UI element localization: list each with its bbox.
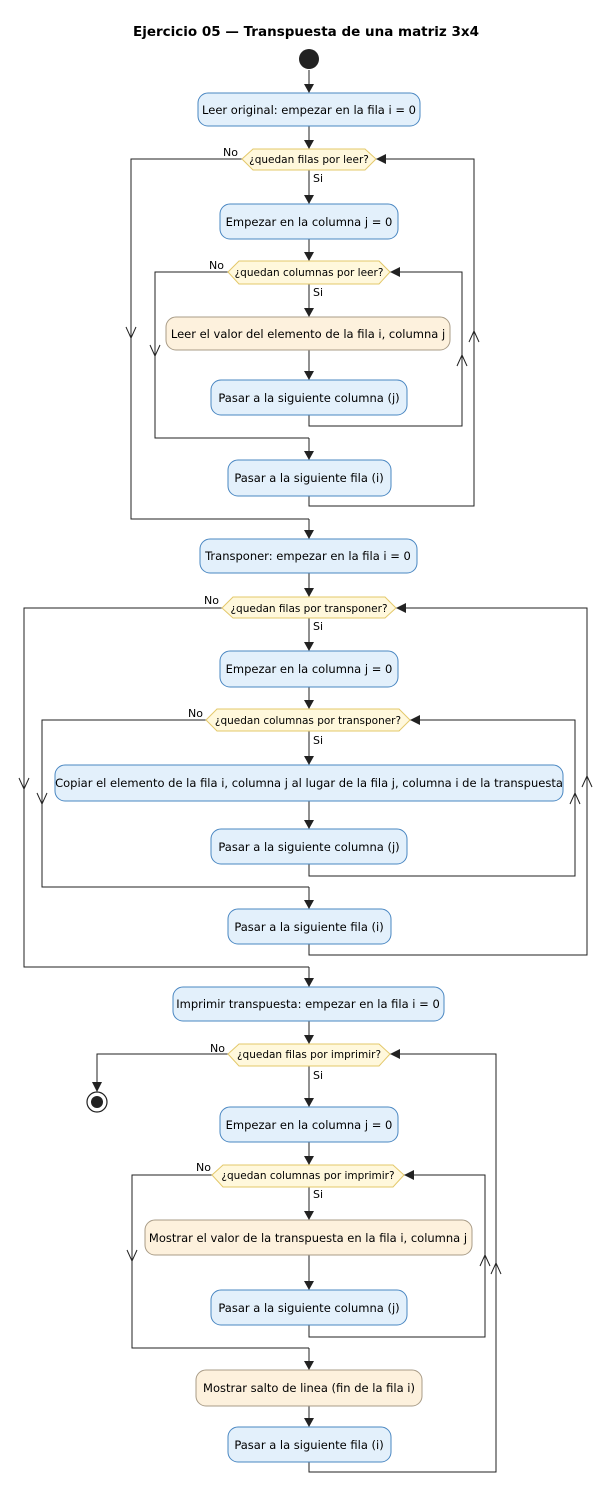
read-next-col-box: Pasar a la siguiente columna (j) [210, 379, 408, 416]
svg-text:Pasar a la siguiente fila (i): Pasar a la siguiente fila (i) [234, 471, 383, 485]
read-start-box: Leer original: empezar en la fila i = 0 [197, 92, 421, 127]
transpose-next-row-box: Pasar a la siguiente fila (i) [227, 908, 392, 945]
svg-text:Pasar a la siguiente fila (i): Pasar a la siguiente fila (i) [234, 1438, 383, 1452]
transpose-cols-yes-label: Si [313, 734, 323, 747]
start-node [299, 49, 319, 69]
svg-text:Pasar a la siguiente columna (: Pasar a la siguiente columna (j) [218, 391, 399, 405]
transpose-start-box: Transponer: empezar en la fila i = 0 [199, 538, 418, 574]
read-cols-decision: ¿quedan columnas por leer? [227, 260, 391, 285]
read-rows-decision: ¿quedan filas por leer? [241, 148, 377, 171]
transpose-col-start-box: Empezar en la columna j = 0 [219, 650, 399, 688]
svg-text:Mostrar salto de linea (fin de: Mostrar salto de linea (fin de la fila i… [203, 1381, 415, 1395]
read-next-row-box: Pasar a la siguiente fila (i) [227, 459, 392, 497]
print-start-box: Imprimir transpuesta: empezar en la fila… [172, 986, 445, 1022]
print-rows-no-label: No [210, 1042, 225, 1055]
print-newline-box: Mostrar salto de linea (fin de la fila i… [195, 1369, 423, 1407]
print-cols-decision: ¿quedan columnas por imprimir? [211, 1164, 405, 1188]
transpose-cols-decision: ¿quedan columnas por transponer? [205, 708, 411, 732]
svg-text:¿quedan filas por transponer?: ¿quedan filas por transponer? [230, 603, 387, 615]
read-cols-yes-label: Si [313, 286, 323, 299]
svg-text:Copiar el elemento de la fila: Copiar el elemento de la fila i, columna… [55, 776, 563, 790]
transpose-next-col-box: Pasar a la siguiente columna (j) [210, 828, 408, 865]
print-rows-yes-label: Si [313, 1069, 323, 1082]
flow-edges [23, 70, 588, 1473]
print-cols-yes-label: Si [313, 1188, 323, 1201]
read-rows-no-label: No [223, 146, 238, 159]
transpose-rows-yes-label: Si [313, 620, 323, 633]
svg-text:Pasar a la siguiente columna (: Pasar a la siguiente columna (j) [218, 840, 399, 854]
svg-text:Leer el valor del elemento de: Leer el valor del elemento de la fila i,… [171, 327, 445, 341]
svg-text:Imprimir transpuesta: empezar: Imprimir transpuesta: empezar en la fila… [176, 997, 440, 1011]
end-node [86, 1091, 108, 1113]
svg-text:¿quedan columnas por imprimir?: ¿quedan columnas por imprimir? [221, 1170, 394, 1182]
svg-text:Leer original: empezar en la f: Leer original: empezar en la fila i = 0 [202, 103, 416, 117]
diagram-title: Ejercicio 05 — Transpuesta de una matriz… [133, 24, 479, 40]
svg-text:Empezar en la columna j = 0: Empezar en la columna j = 0 [226, 215, 393, 229]
svg-text:¿quedan columnas por leer?: ¿quedan columnas por leer? [235, 267, 384, 279]
transpose-rows-decision: ¿quedan filas por transponer? [221, 596, 397, 619]
svg-text:Transponer: empezar en la fila: Transponer: empezar en la fila i = 0 [204, 549, 411, 563]
print-rows-decision: ¿quedan filas por imprimir? [227, 1043, 391, 1067]
transpose-rows-no-label: No [204, 594, 219, 607]
print-next-row-box: Pasar a la siguiente fila (i) [227, 1426, 392, 1463]
svg-text:Empezar en la columna j = 0: Empezar en la columna j = 0 [226, 662, 393, 676]
read-value-box: Leer el valor del elemento de la fila i,… [165, 316, 451, 351]
read-cols-no-label: No [209, 259, 224, 272]
svg-text:¿quedan columnas por transpone: ¿quedan columnas por transponer? [215, 715, 401, 727]
svg-text:Pasar a la siguiente fila (i): Pasar a la siguiente fila (i) [234, 920, 383, 934]
print-value-box: Mostrar el valor de la transpuesta en la… [144, 1219, 473, 1256]
svg-text:Pasar a la siguiente columna (: Pasar a la siguiente columna (j) [218, 1301, 399, 1315]
svg-text:Empezar en la columna j = 0: Empezar en la columna j = 0 [226, 1118, 393, 1132]
print-next-col-box: Pasar a la siguiente columna (j) [210, 1289, 408, 1326]
print-cols-no-label: No [196, 1161, 211, 1174]
svg-text:¿quedan filas por leer?: ¿quedan filas por leer? [249, 154, 369, 166]
read-rows-yes-label: Si [313, 172, 323, 185]
transpose-copy-box: Copiar el elemento de la fila i, columna… [54, 764, 564, 802]
svg-text:Mostrar el valor de la transpu: Mostrar el valor de la transpuesta en la… [149, 1231, 467, 1245]
read-col-start-box: Empezar en la columna j = 0 [219, 203, 399, 240]
svg-text:¿quedan filas por imprimir?: ¿quedan filas por imprimir? [237, 1049, 381, 1061]
transpose-cols-no-label: No [188, 707, 203, 720]
print-col-start-box: Empezar en la columna j = 0 [219, 1106, 399, 1143]
flow-arrowheads [18, 84, 593, 1427]
